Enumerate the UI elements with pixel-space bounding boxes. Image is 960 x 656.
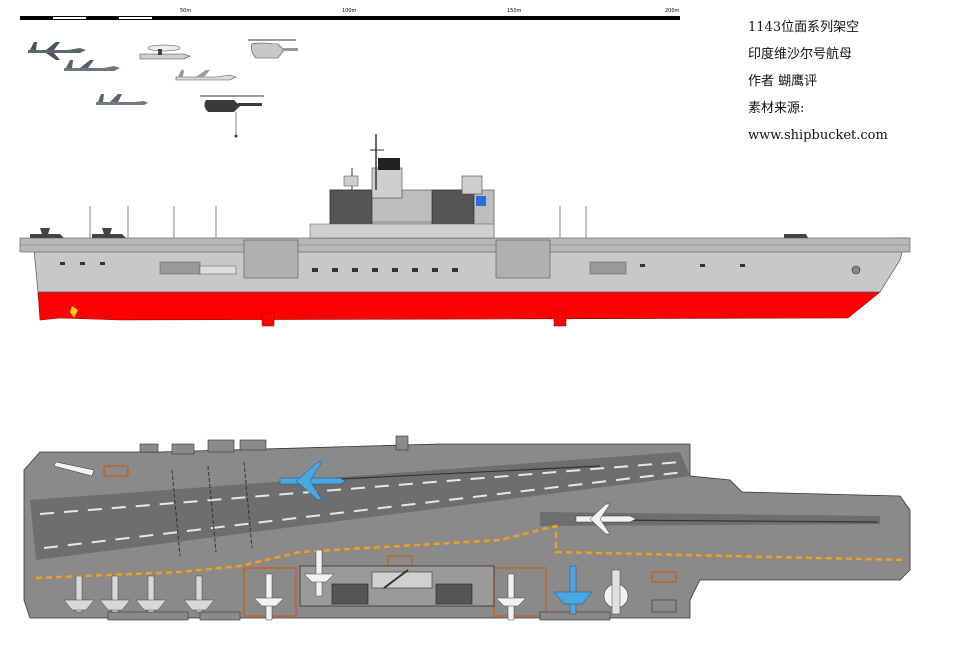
info-caption: 1143位面系列架空 印度维沙尔号航母 作者 蝴鹰评 素材来源: www.shi…: [748, 14, 948, 149]
catapult-line: [319, 465, 601, 481]
aircraft-icon: [139, 44, 191, 60]
runway-markings: [39, 461, 685, 549]
helicopter-icon: [248, 39, 298, 59]
island-top-view: [299, 565, 495, 607]
caption-author: 作者 蝴鹰评: [748, 74, 818, 89]
aircraft-icon: [175, 70, 237, 81]
scale-segment: [185, 16, 515, 20]
scale-segment: [86, 16, 119, 20]
hangar-elevator: [495, 239, 551, 279]
side-profile-view: [19, 134, 911, 327]
caption-title: 1143位面系列架空: [748, 20, 860, 35]
aircraft-icon: [96, 94, 148, 105]
propeller-icon: [70, 306, 78, 318]
bow-catapult-track: [540, 512, 880, 526]
caption-source-label: 素材来源:: [748, 101, 805, 116]
lower-hull: [37, 291, 881, 321]
rudder: [261, 311, 275, 327]
scale-segment: [515, 16, 680, 20]
aircraft-icon: [64, 60, 120, 71]
helicopter-icon: [200, 95, 264, 138]
air-wing-group: [28, 39, 298, 138]
scale-tick-label: 100m: [342, 8, 357, 14]
deck-antennas: [89, 206, 587, 238]
safety-line: [35, 524, 907, 580]
caption-ship-name: 印度维沙尔号航母: [748, 47, 853, 62]
scale-segment: [119, 16, 152, 20]
radar-array-icon: [329, 189, 373, 231]
top-deck-view: [23, 435, 911, 621]
rudder: [553, 311, 567, 327]
scale-segment: [152, 16, 185, 20]
scale-segment: [20, 16, 53, 20]
scale-bar: 50m 100m 150m 200m: [20, 8, 680, 24]
aircraft-icon: [28, 42, 86, 60]
scale-tick-label: 50m: [180, 8, 192, 14]
aircraft-icon: [53, 461, 637, 621]
scale-tick-label: 200m: [665, 8, 680, 14]
aircraft-icon: [30, 228, 808, 238]
catapult-line: [599, 519, 879, 523]
angled-runway: [30, 452, 690, 560]
island-superstructure: [309, 134, 495, 239]
radar-array-icon: [431, 189, 475, 231]
scale-segment: [53, 16, 86, 20]
arresting-wires: [171, 461, 253, 557]
anchor-icon: [851, 265, 861, 275]
caption-source-url: www.shipbucket.com: [748, 128, 888, 143]
hangar-elevator: [243, 239, 299, 279]
scale-tick-label: 150m: [507, 8, 522, 14]
